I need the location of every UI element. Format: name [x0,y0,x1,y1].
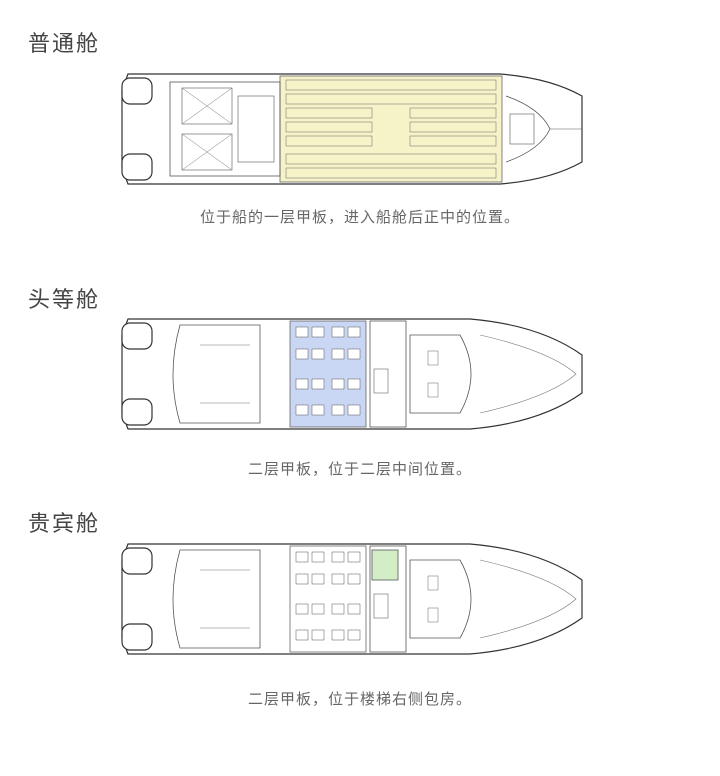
first-class-seats [295,326,361,416]
vip-class-caption: 二层甲板，位于楼梯右侧包房。 [247,690,472,708]
deck-plan-vip [121,543,583,655]
economy-seat-rows [285,79,497,179]
economy-class-caption: 位于船的一层甲板，进入船舱后正中的位置。 [199,208,520,226]
vip-deck-seats [295,551,361,641]
vip-class-title: 贵宾舱 [28,512,101,537]
first-class-title: 头等舱 [28,288,101,313]
economy-highlight-area [279,75,503,183]
deck-plan-economy [121,73,583,185]
economy-class-title: 普通舱 [28,32,101,57]
left-hull-bow-bottom [121,153,153,181]
deck-plan-first-class [121,318,583,430]
left-hull-bow-top [121,77,153,105]
first-class-caption: 二层甲板，位于二层中间位置。 [247,460,472,478]
vip-room-highlight [371,549,399,581]
